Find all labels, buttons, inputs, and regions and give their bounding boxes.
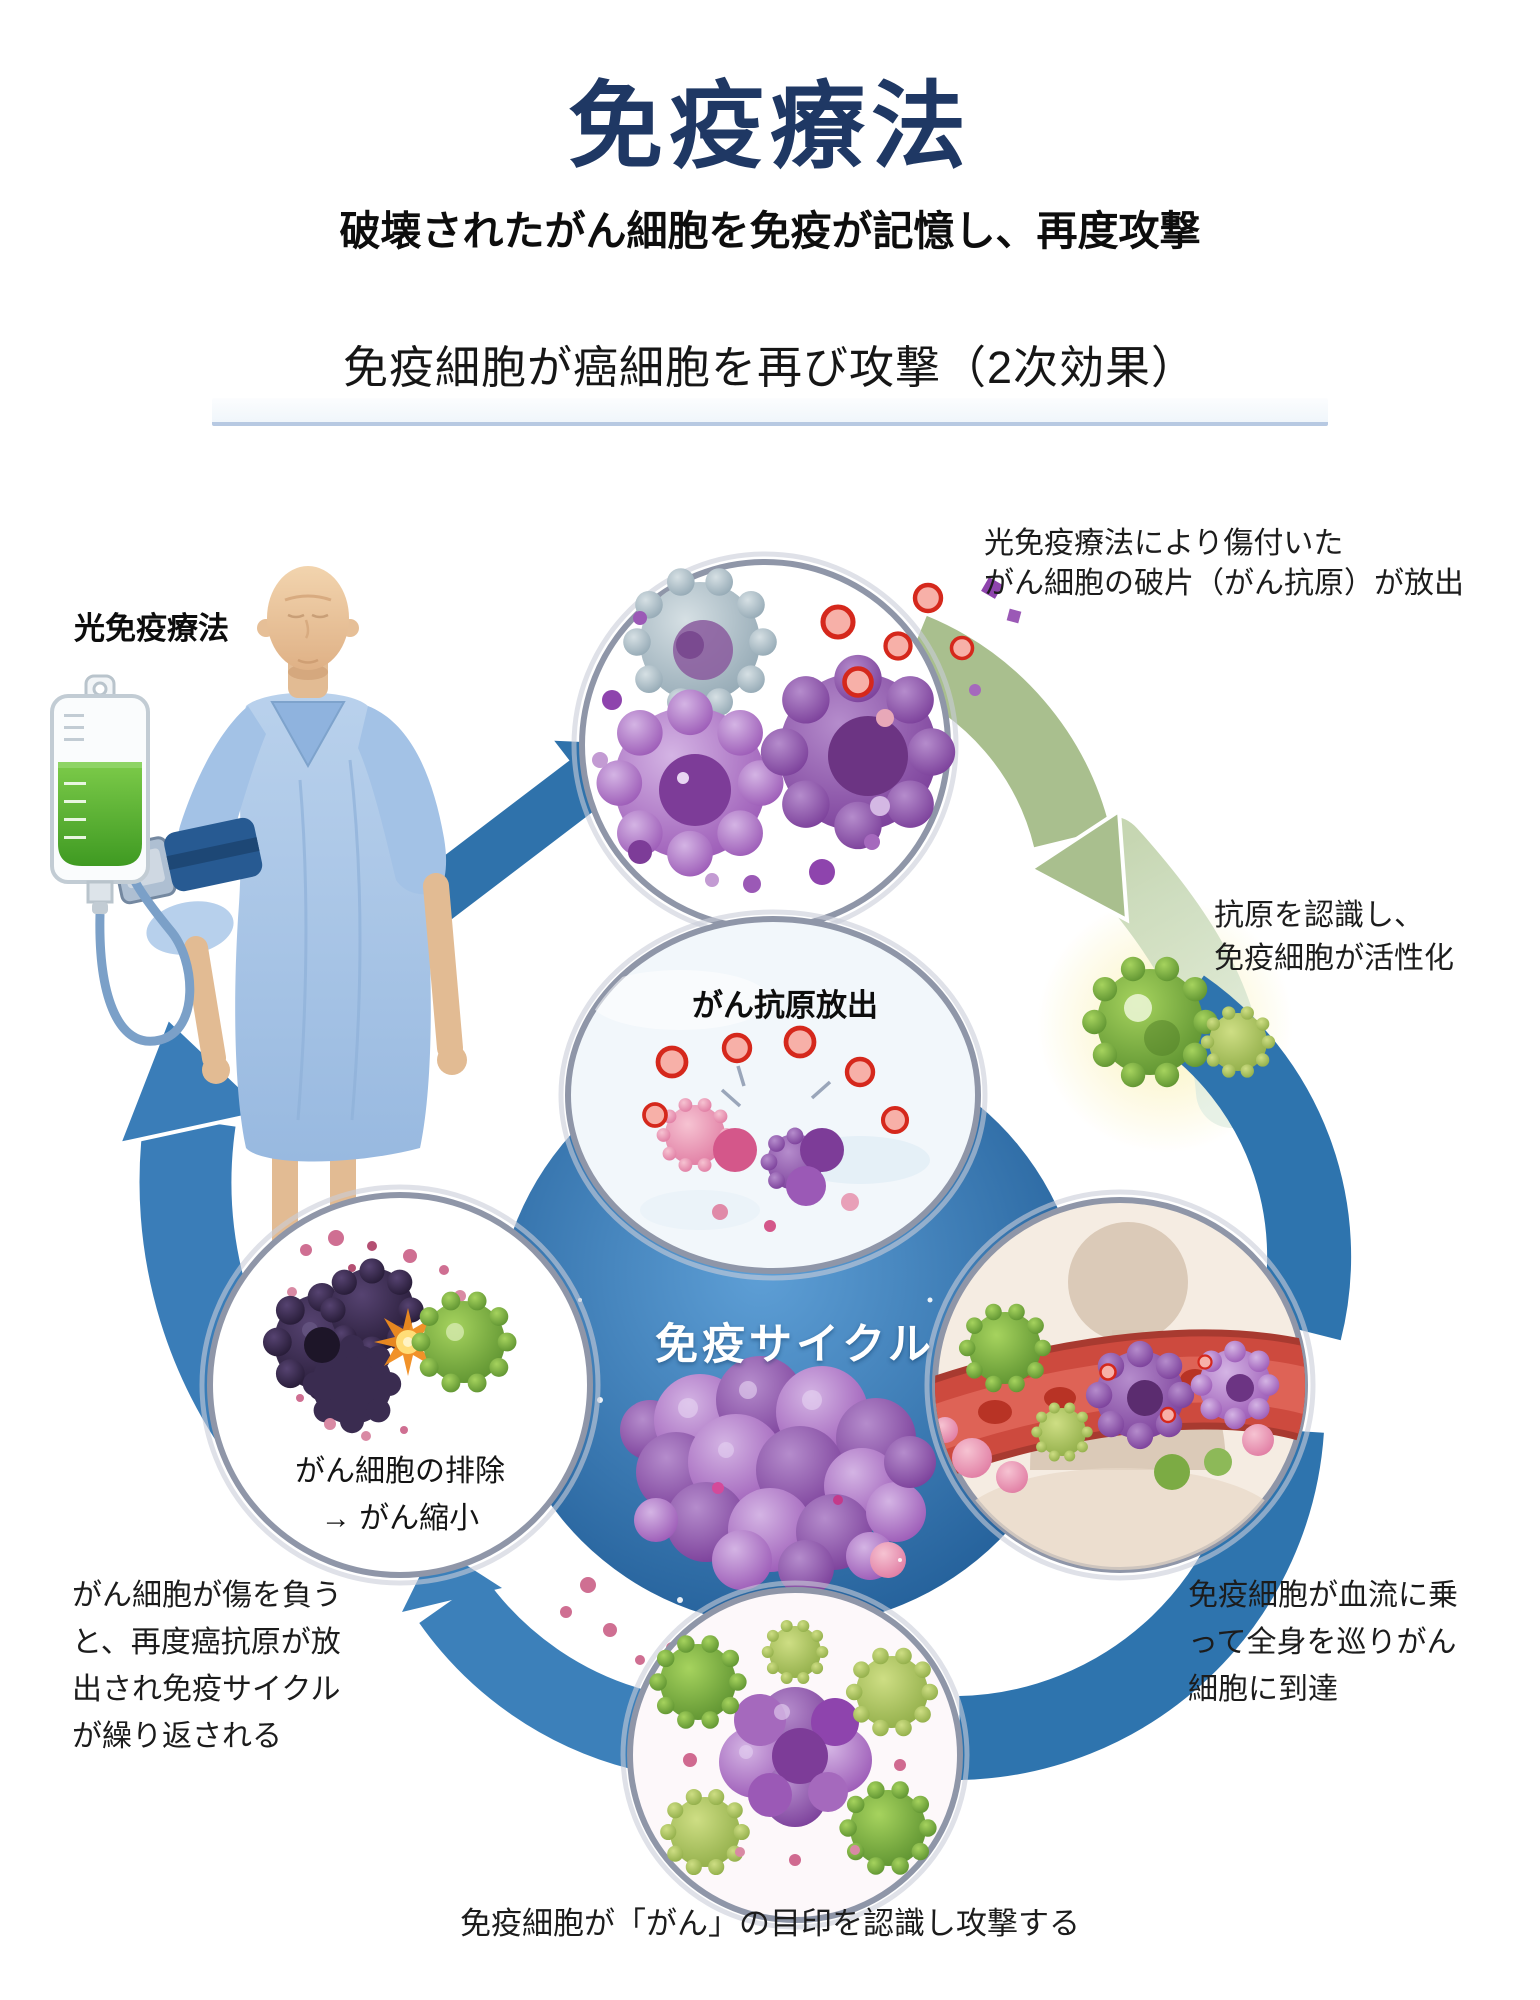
patient-figure [50,566,467,1290]
page-subtitle: 破壊されたがん細胞を免疫が記憶し、再度攻撃 [339,208,1201,254]
annotation-antigen-fragments: 光免疫療法により傷付いた がん細胞の破片（がん抗原）が放出 [984,524,1464,604]
annotation-immune-recognition: 免疫細胞が「がん」の目印を認識し攻撃する [460,1906,1080,1941]
annotation-activation: 抗原を認識し、 免疫細胞が活性化 [1214,894,1454,980]
released-antigens [823,577,1022,696]
annotation-line: がん細胞が傷を負う [72,1579,342,1612]
annotation-line: 抗原を認識し、 [1214,899,1424,932]
photoimmunotherapy-label: 光免疫療法 [74,611,229,646]
stage-cancer-elimination [199,1184,601,1586]
annotation-line: がん細胞の破片（がん抗原）が放出 [984,567,1464,600]
annotation-bloodstream: 免疫細胞が血流に乗 って全身を巡りがん 細胞に到達 [1188,1572,1458,1713]
page-title: 免疫療法 [567,74,972,180]
caption-line: → がん縮小 [320,1502,480,1535]
annotation-line: って全身を巡りがん [1188,1626,1457,1659]
iv-bag-icon [50,674,195,1046]
heading-divider [212,398,1328,426]
elimination-caption: がん細胞の排除 → がん縮小 [255,1448,545,1542]
annotation-line: が繰り返される [72,1720,282,1753]
stage-bloodstream [924,1189,1316,1581]
section-heading: 免疫細胞が癌細胞を再び攻撃（2次効果） [342,342,1198,393]
activated-immune-cells [1082,956,1276,1088]
stage-damaged-cancer-cells [571,551,1022,939]
annotation-line: と、再度癌抗原が放 [72,1626,341,1659]
stage-immune-attack [620,1580,970,1930]
caption-line: がん細胞の排除 [295,1455,505,1488]
annotation-line: 細胞に到達 [1188,1673,1338,1706]
tumor-cluster [560,1297,977,1665]
stage-antigen-release [558,909,988,1281]
annotation-line: 免疫細胞が血流に乗 [1188,1579,1458,1612]
antigen-release-label: がん抗原放出 [692,988,878,1023]
annotation-line: 光免疫療法により傷付いた [984,527,1344,560]
annotation-line: 出され免疫サイクル [72,1673,341,1706]
annotation-cycle-repeats: がん細胞が傷を負う と、再度癌抗原が放 出され免疫サイクル が繰り返される [72,1572,342,1760]
annotation-line: 免疫細胞が活性化 [1214,942,1454,975]
immune-cycle-label: 免疫サイクル [655,1321,935,1369]
